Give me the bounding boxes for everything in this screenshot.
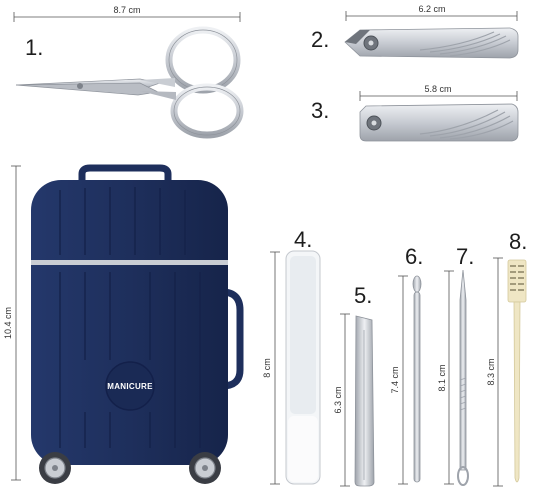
ear-pick-measurement: 7.4 cm	[390, 366, 400, 393]
small-clipper-number: 3.	[311, 98, 329, 123]
nail-file-measurement: 8 cm	[262, 358, 272, 378]
large-clipper-dimension-line	[345, 11, 518, 21]
item-cuticle-pusher: 7. 8.1 cm	[437, 244, 474, 486]
tweezers-number: 5.	[354, 283, 372, 308]
manicure-case-icon: MANICURE	[31, 164, 244, 484]
small-clipper-measurement: 5.8 cm	[424, 84, 451, 94]
item-comb-brush: 8. 8.3 cm	[486, 229, 527, 487]
cuticle-pusher-measurement: 8.1 cm	[437, 364, 447, 391]
item-small-clipper: 5.8 cm 3.	[311, 84, 519, 142]
large-clipper-number: 2.	[311, 27, 329, 52]
cuticle-pusher-dimension-line	[444, 270, 454, 485]
item-ear-pick: 6. 7.4 cm	[390, 244, 423, 485]
case-dimension-line	[11, 165, 21, 481]
nail-clipper-large-icon	[344, 27, 519, 59]
large-clipper-measurement: 6.2 cm	[418, 4, 445, 14]
tweezers-dimension-line	[340, 313, 350, 487]
tweezers-measurement: 6.3 cm	[333, 386, 343, 413]
small-clipper-dimension-line	[359, 91, 518, 101]
scissors-dimension-line	[13, 12, 241, 22]
nail-clipper-small-icon	[359, 103, 519, 142]
scissors-number: 1.	[25, 35, 43, 60]
item-tweezers: 5. 6.3 cm	[333, 283, 375, 487]
scissors-icon	[15, 26, 244, 139]
ear-pick-icon	[412, 275, 422, 483]
tweezers-icon	[354, 315, 375, 487]
item-large-clipper: 6.2 cm 2.	[311, 4, 519, 59]
comb-brush-measurement: 8.3 cm	[486, 358, 496, 385]
scissors-measurement: 8.7 cm	[113, 5, 140, 15]
cuticle-pusher-icon	[457, 269, 469, 486]
comb-brush-icon	[507, 259, 527, 483]
cuticle-pusher-number: 7.	[456, 244, 474, 269]
ear-pick-dimension-line	[398, 275, 408, 485]
item-case: 10.4 cm	[3, 164, 244, 484]
nail-file-dimension-line	[270, 251, 280, 485]
comb-brush-dimension-line	[493, 257, 503, 487]
nail-file-number: 4.	[294, 227, 312, 252]
ear-pick-number: 6.	[405, 244, 423, 269]
comb-brush-number: 8.	[509, 229, 527, 254]
nail-file-icon	[285, 250, 321, 485]
case-label: MANICURE	[107, 382, 153, 391]
item-nail-file: 4. 8 cm	[262, 227, 321, 485]
item-scissors: 8.7 cm 1.	[13, 5, 244, 139]
case-measurement: 10.4 cm	[3, 307, 13, 339]
